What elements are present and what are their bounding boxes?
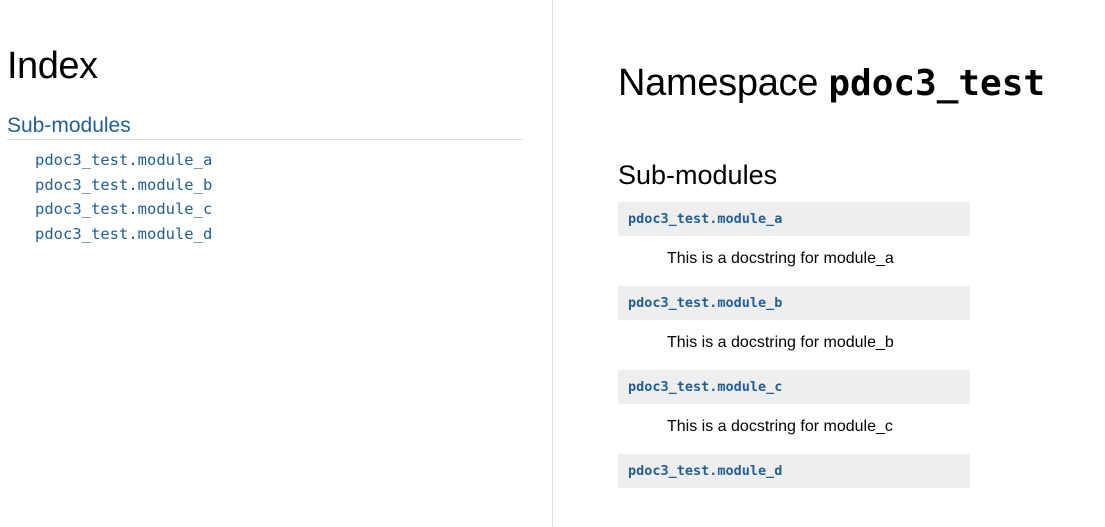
page-title: Namespace pdoc3_test xyxy=(618,60,1045,107)
namespace-name: pdoc3_test xyxy=(828,63,1046,104)
submodule-entry-a: pdoc3_test.module_a This is a docstring … xyxy=(618,202,970,286)
sidebar-link-module-a[interactable]: pdoc3_test.module_a xyxy=(35,151,213,169)
main-content: Namespace pdoc3_test Sub-modules pdoc3_t… xyxy=(618,0,1098,527)
sidebar-item-module-b: pdoc3_test.module_b xyxy=(35,173,212,198)
submodule-entry-d: pdoc3_test.module_d xyxy=(618,454,970,527)
page-title-prefix: Namespace xyxy=(618,62,819,104)
submodule-docstring: This is a docstring for module_c xyxy=(667,418,893,435)
submodule-list: pdoc3_test.module_a This is a docstring … xyxy=(618,202,970,527)
sidebar-item-module-d: pdoc3_test.module_d xyxy=(35,222,212,247)
sidebar-link-module-b[interactable]: pdoc3_test.module_b xyxy=(35,175,213,194)
submodule-link-d[interactable]: pdoc3_test.module_d xyxy=(628,463,783,479)
submodule-header: pdoc3_test.module_b xyxy=(618,286,970,320)
submodule-link-c[interactable]: pdoc3_test.module_c xyxy=(628,379,783,395)
sidebar-submodules-heading: Sub-modules xyxy=(7,114,523,140)
submodule-entry-c: pdoc3_test.module_c This is a docstring … xyxy=(618,370,970,454)
sidebar-submodule-list: pdoc3_test.module_a pdoc3_test.module_b … xyxy=(35,148,212,246)
submodule-header: pdoc3_test.module_c xyxy=(618,370,970,404)
submodule-docstring: This is a docstring for module_b xyxy=(667,334,894,351)
submodule-link-a[interactable]: pdoc3_test.module_a xyxy=(628,211,783,227)
index-title: Index xyxy=(7,45,98,87)
submodules-heading: Sub-modules xyxy=(618,160,778,190)
sidebar-link-module-d[interactable]: pdoc3_test.module_d xyxy=(35,224,213,243)
sidebar-index: Index Sub-modules pdoc3_test.module_a pd… xyxy=(7,0,553,527)
sidebar-item-module-c: pdoc3_test.module_c xyxy=(35,197,212,222)
submodule-header: pdoc3_test.module_d xyxy=(618,454,970,488)
sidebar-item-module-a: pdoc3_test.module_a xyxy=(35,148,212,173)
submodule-header: pdoc3_test.module_a xyxy=(618,202,970,236)
sidebar-link-module-c[interactable]: pdoc3_test.module_c xyxy=(35,200,213,218)
submodule-entry-b: pdoc3_test.module_b This is a docstring … xyxy=(618,286,970,370)
submodule-link-b[interactable]: pdoc3_test.module_b xyxy=(628,295,783,311)
submodule-docstring: This is a docstring for module_a xyxy=(667,250,894,267)
